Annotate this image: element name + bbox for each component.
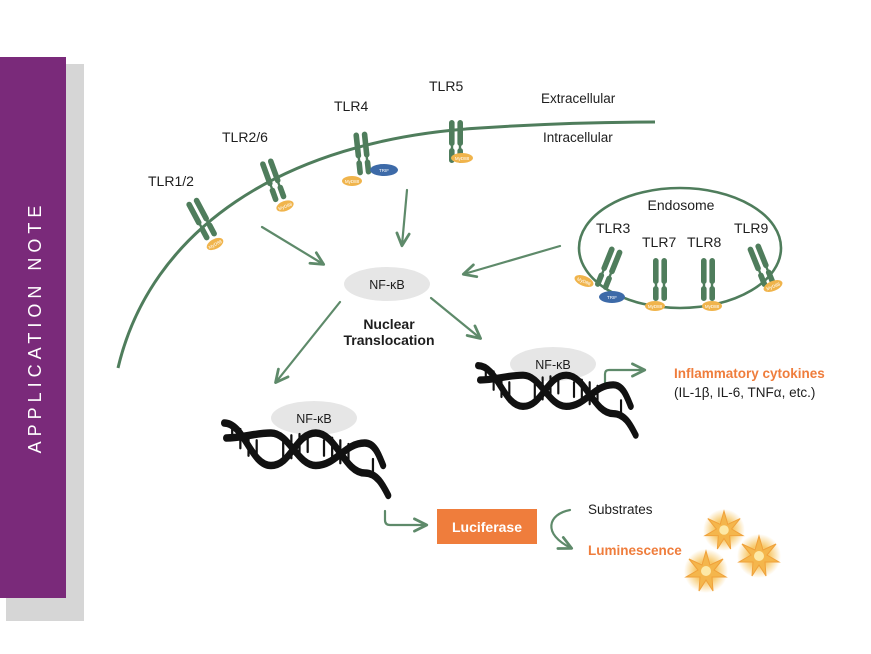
dna-helix-right <box>478 366 636 436</box>
svg-text:TRIF: TRIF <box>379 168 389 173</box>
nuclear-translocation-line1: Nuclear <box>363 316 415 332</box>
tlr2-6-label: TLR2/6 <box>222 129 268 145</box>
receptor-tlr8: MyD88 <box>701 258 722 311</box>
intracellular-label: Intracellular <box>543 130 613 145</box>
arrow-endosome-to-nfkb <box>461 244 562 279</box>
receptor-tlr4: MyD88 TRIF <box>342 131 398 186</box>
cell-membrane <box>116 120 656 369</box>
arrow-dna-to-luciferase <box>383 509 429 533</box>
arrow-substrates-to-luminescence <box>550 508 574 550</box>
arrow-nfkb-to-dna-left <box>274 300 342 384</box>
tlr5-label: TLR5 <box>429 78 463 94</box>
svg-text:TRIF: TRIF <box>607 295 617 300</box>
cytokines-title: Inflammatory cytokines <box>674 366 825 381</box>
receptor-tlr2-6: MyD88 <box>259 157 294 212</box>
tlr7-label: TLR7 <box>642 234 676 250</box>
luminescence-star-icon <box>683 548 729 594</box>
receptor-tlr5: MyD88 <box>449 120 473 163</box>
luminescence-star-icon <box>702 508 746 552</box>
arrow-tlr4-to-nfkb <box>395 188 411 248</box>
svg-text:MyD88: MyD88 <box>766 281 782 291</box>
substrates-label: Substrates <box>588 502 653 517</box>
luminescence-label: Luminescence <box>588 543 682 558</box>
cytokines-list: (IL-1β, IL-6, TNFα, etc.) <box>674 385 815 400</box>
luminescence-star-icon <box>736 533 782 579</box>
svg-text:MyD88: MyD88 <box>705 304 720 309</box>
extracellular-label: Extracellular <box>541 91 616 106</box>
svg-text:MyD88: MyD88 <box>576 276 592 286</box>
side-banner <box>0 57 66 598</box>
svg-text:MyD88: MyD88 <box>345 179 360 184</box>
side-banner-text: APPLICATION NOTE <box>25 201 45 454</box>
nfkb-center: NF-κB <box>344 267 430 301</box>
receptor-tlr7: MyD88 <box>645 258 667 311</box>
receptor-tlr9: MyD88 <box>746 242 783 292</box>
nfkb-right: NF-κB <box>510 347 596 381</box>
svg-text:MyD88: MyD88 <box>455 156 470 161</box>
receptor-tlr3: MyD88 TRIF <box>574 245 625 303</box>
tlr3-label: TLR3 <box>596 220 630 236</box>
arrow-nfkb-to-dna-right <box>429 296 482 340</box>
nfkb-left: NF-κB <box>271 401 357 435</box>
arrow-membrane-to-nfkb <box>260 225 326 266</box>
receptor-tlr1-2: MyD88 <box>185 196 224 251</box>
svg-text:NF-κB: NF-κB <box>535 358 570 372</box>
nuclear-translocation-line2: Translocation <box>343 332 434 348</box>
endosome-label: Endosome <box>648 197 715 213</box>
luciferase-box: Luciferase <box>437 509 537 544</box>
svg-text:MyD88: MyD88 <box>278 202 294 212</box>
tlr8-label: TLR8 <box>687 234 721 250</box>
svg-text:NF-κB: NF-κB <box>296 412 331 426</box>
tlr1-2-label: TLR1/2 <box>148 173 194 189</box>
svg-text:NF-κB: NF-κB <box>369 278 404 292</box>
svg-text:Luciferase: Luciferase <box>452 519 522 535</box>
tlr4-label: TLR4 <box>334 98 368 114</box>
endosome <box>577 186 783 310</box>
dna-helix-left <box>224 423 388 496</box>
svg-text:MyD88: MyD88 <box>208 239 223 250</box>
tlr9-label: TLR9 <box>734 220 768 236</box>
svg-text:MyD88: MyD88 <box>648 304 663 309</box>
arrow-dna-to-cytokines <box>603 362 647 389</box>
